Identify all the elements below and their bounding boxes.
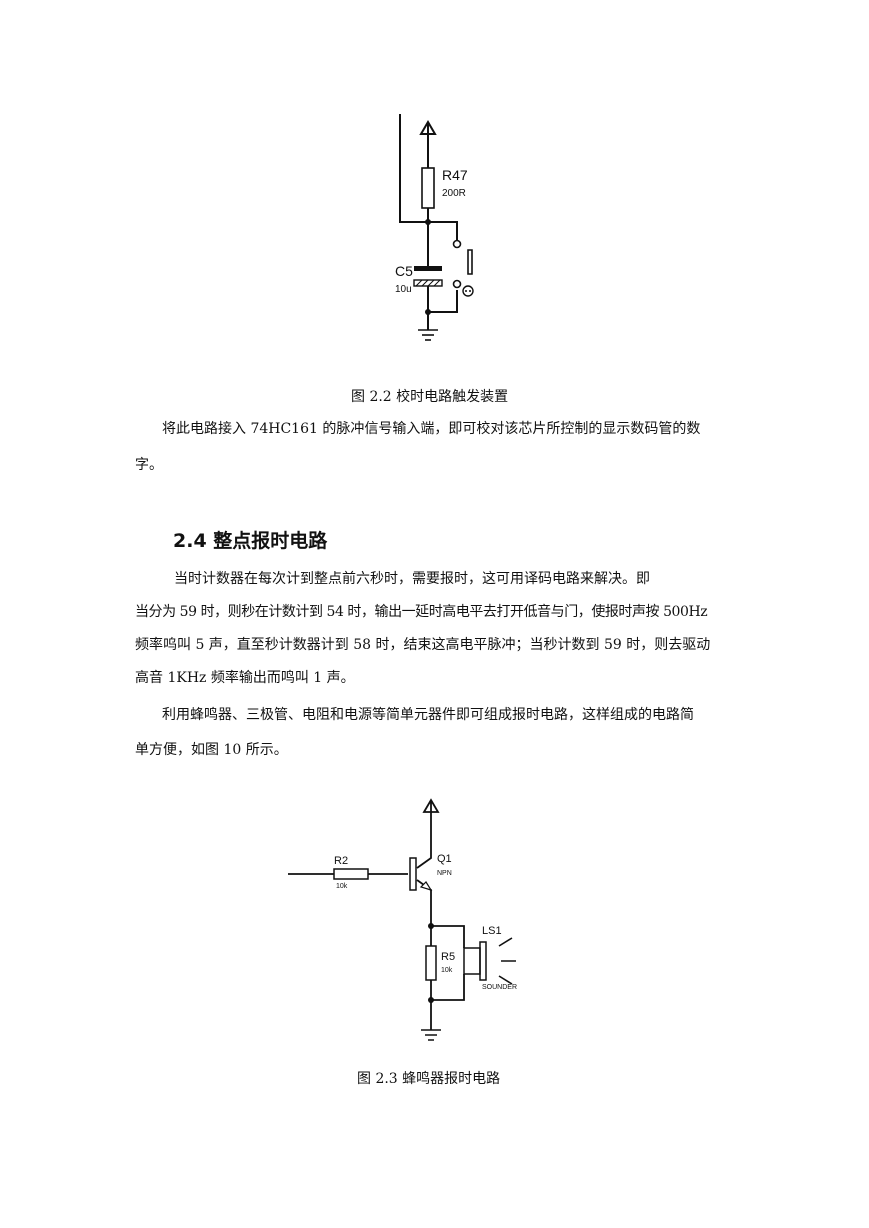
paragraph-2-line-1: 当时计数器在每次计到整点前六秒时，需要报时，这可用译码电路来解决。即 xyxy=(174,571,650,587)
paragraph-1: 将此电路接入 74HC161 的脉冲信号输入端，即可校对该芯片所控制的显示数码管… xyxy=(135,416,700,478)
paragraph-2-line-3: 频率呜叫 5 声，直至秒计数器计到 58 时，结束这高电平脉冲；当秒计数到 59… xyxy=(135,637,711,653)
resistor-r2-symbol xyxy=(333,868,369,880)
sounder-body xyxy=(463,947,481,975)
paragraph-2: 当时计数器在每次计到整点前六秒时，需要报时，这可用译码电路来解决。即 当分为 5… xyxy=(135,566,710,692)
power-arrow-icon xyxy=(422,798,440,822)
power-arrow-icon xyxy=(419,120,437,148)
r5-value-label: 10k xyxy=(441,967,453,974)
figure-2-3-schematic: R2 10k Q1 NPN R5 10k LS1 SOUNDER xyxy=(288,798,517,1041)
c5-value-label: 10u xyxy=(395,284,412,295)
transistor-base-bar xyxy=(409,857,417,891)
paragraph-3: 利用蜂鸣器、三极管、电阻和电源等简单元器件即可组成报时电路，这样组成的电路简 单… xyxy=(135,702,694,763)
c5-ref-label: C5 xyxy=(395,263,413,279)
capacitor-c5-bottom-plate xyxy=(413,279,443,287)
r5-ref-label: R5 xyxy=(441,951,455,963)
pushbutton-bar xyxy=(467,249,473,275)
capacitor-c5-top-plate xyxy=(414,266,442,271)
paragraph-3-line-2: 单方便，如图 10 所示。 xyxy=(135,742,288,758)
q1-type-label: NPN xyxy=(437,870,452,877)
resistor-r5-symbol xyxy=(425,945,437,981)
junction-dot xyxy=(428,923,434,929)
r47-value-label: 200R xyxy=(442,188,466,199)
resistor-r47-symbol xyxy=(421,167,435,209)
switch-contact-bottom xyxy=(452,279,462,289)
paragraph-2-line-2: 当分为 59 时，则秒在计数计到 54 时，输出一延时高电平去打开低音与门，使报… xyxy=(135,604,708,620)
wire-left xyxy=(399,114,428,223)
paragraph-1-line-2: 字。 xyxy=(135,457,163,473)
figure-2-2-caption: 图 2.2 校时电路触发装置 xyxy=(351,389,509,405)
junction-dot xyxy=(428,997,434,1003)
sound-wave-icon xyxy=(498,937,516,985)
ground-icon xyxy=(418,329,438,341)
pushbutton-icon xyxy=(462,285,474,297)
r47-ref-label: R47 xyxy=(442,167,468,183)
section-heading: 2.4 整点报时电路 xyxy=(173,530,328,552)
ls1-ref-label: LS1 xyxy=(482,925,502,937)
ls1-type-label: SOUNDER xyxy=(482,984,517,991)
switch-contact-top xyxy=(452,239,462,249)
figure-2-2-schematic: R47 200R C5 10u xyxy=(395,114,474,341)
ground-icon xyxy=(421,1029,441,1041)
r2-ref-label: R2 xyxy=(334,855,348,867)
figure-2-3-caption: 图 2.3 蜂鸣器报时电路 xyxy=(357,1071,501,1087)
junction-dot xyxy=(425,309,431,315)
r2-value-label: 10k xyxy=(336,883,348,890)
paragraph-3-line-1: 利用蜂鸣器、三极管、电阻和电源等简单元器件即可组成报时电路，这样组成的电路简 xyxy=(162,707,694,723)
junction-dot xyxy=(425,219,431,225)
emitter-arrow-icon xyxy=(419,881,433,892)
paragraph-2-line-4: 高音 1KHz 频率输出而鸣叫 1 声。 xyxy=(135,670,355,686)
q1-ref-label: Q1 xyxy=(437,853,452,865)
paragraph-1-line-1: 将此电路接入 74HC161 的脉冲信号输入端，即可校对该芯片所控制的显示数码管… xyxy=(162,421,701,437)
